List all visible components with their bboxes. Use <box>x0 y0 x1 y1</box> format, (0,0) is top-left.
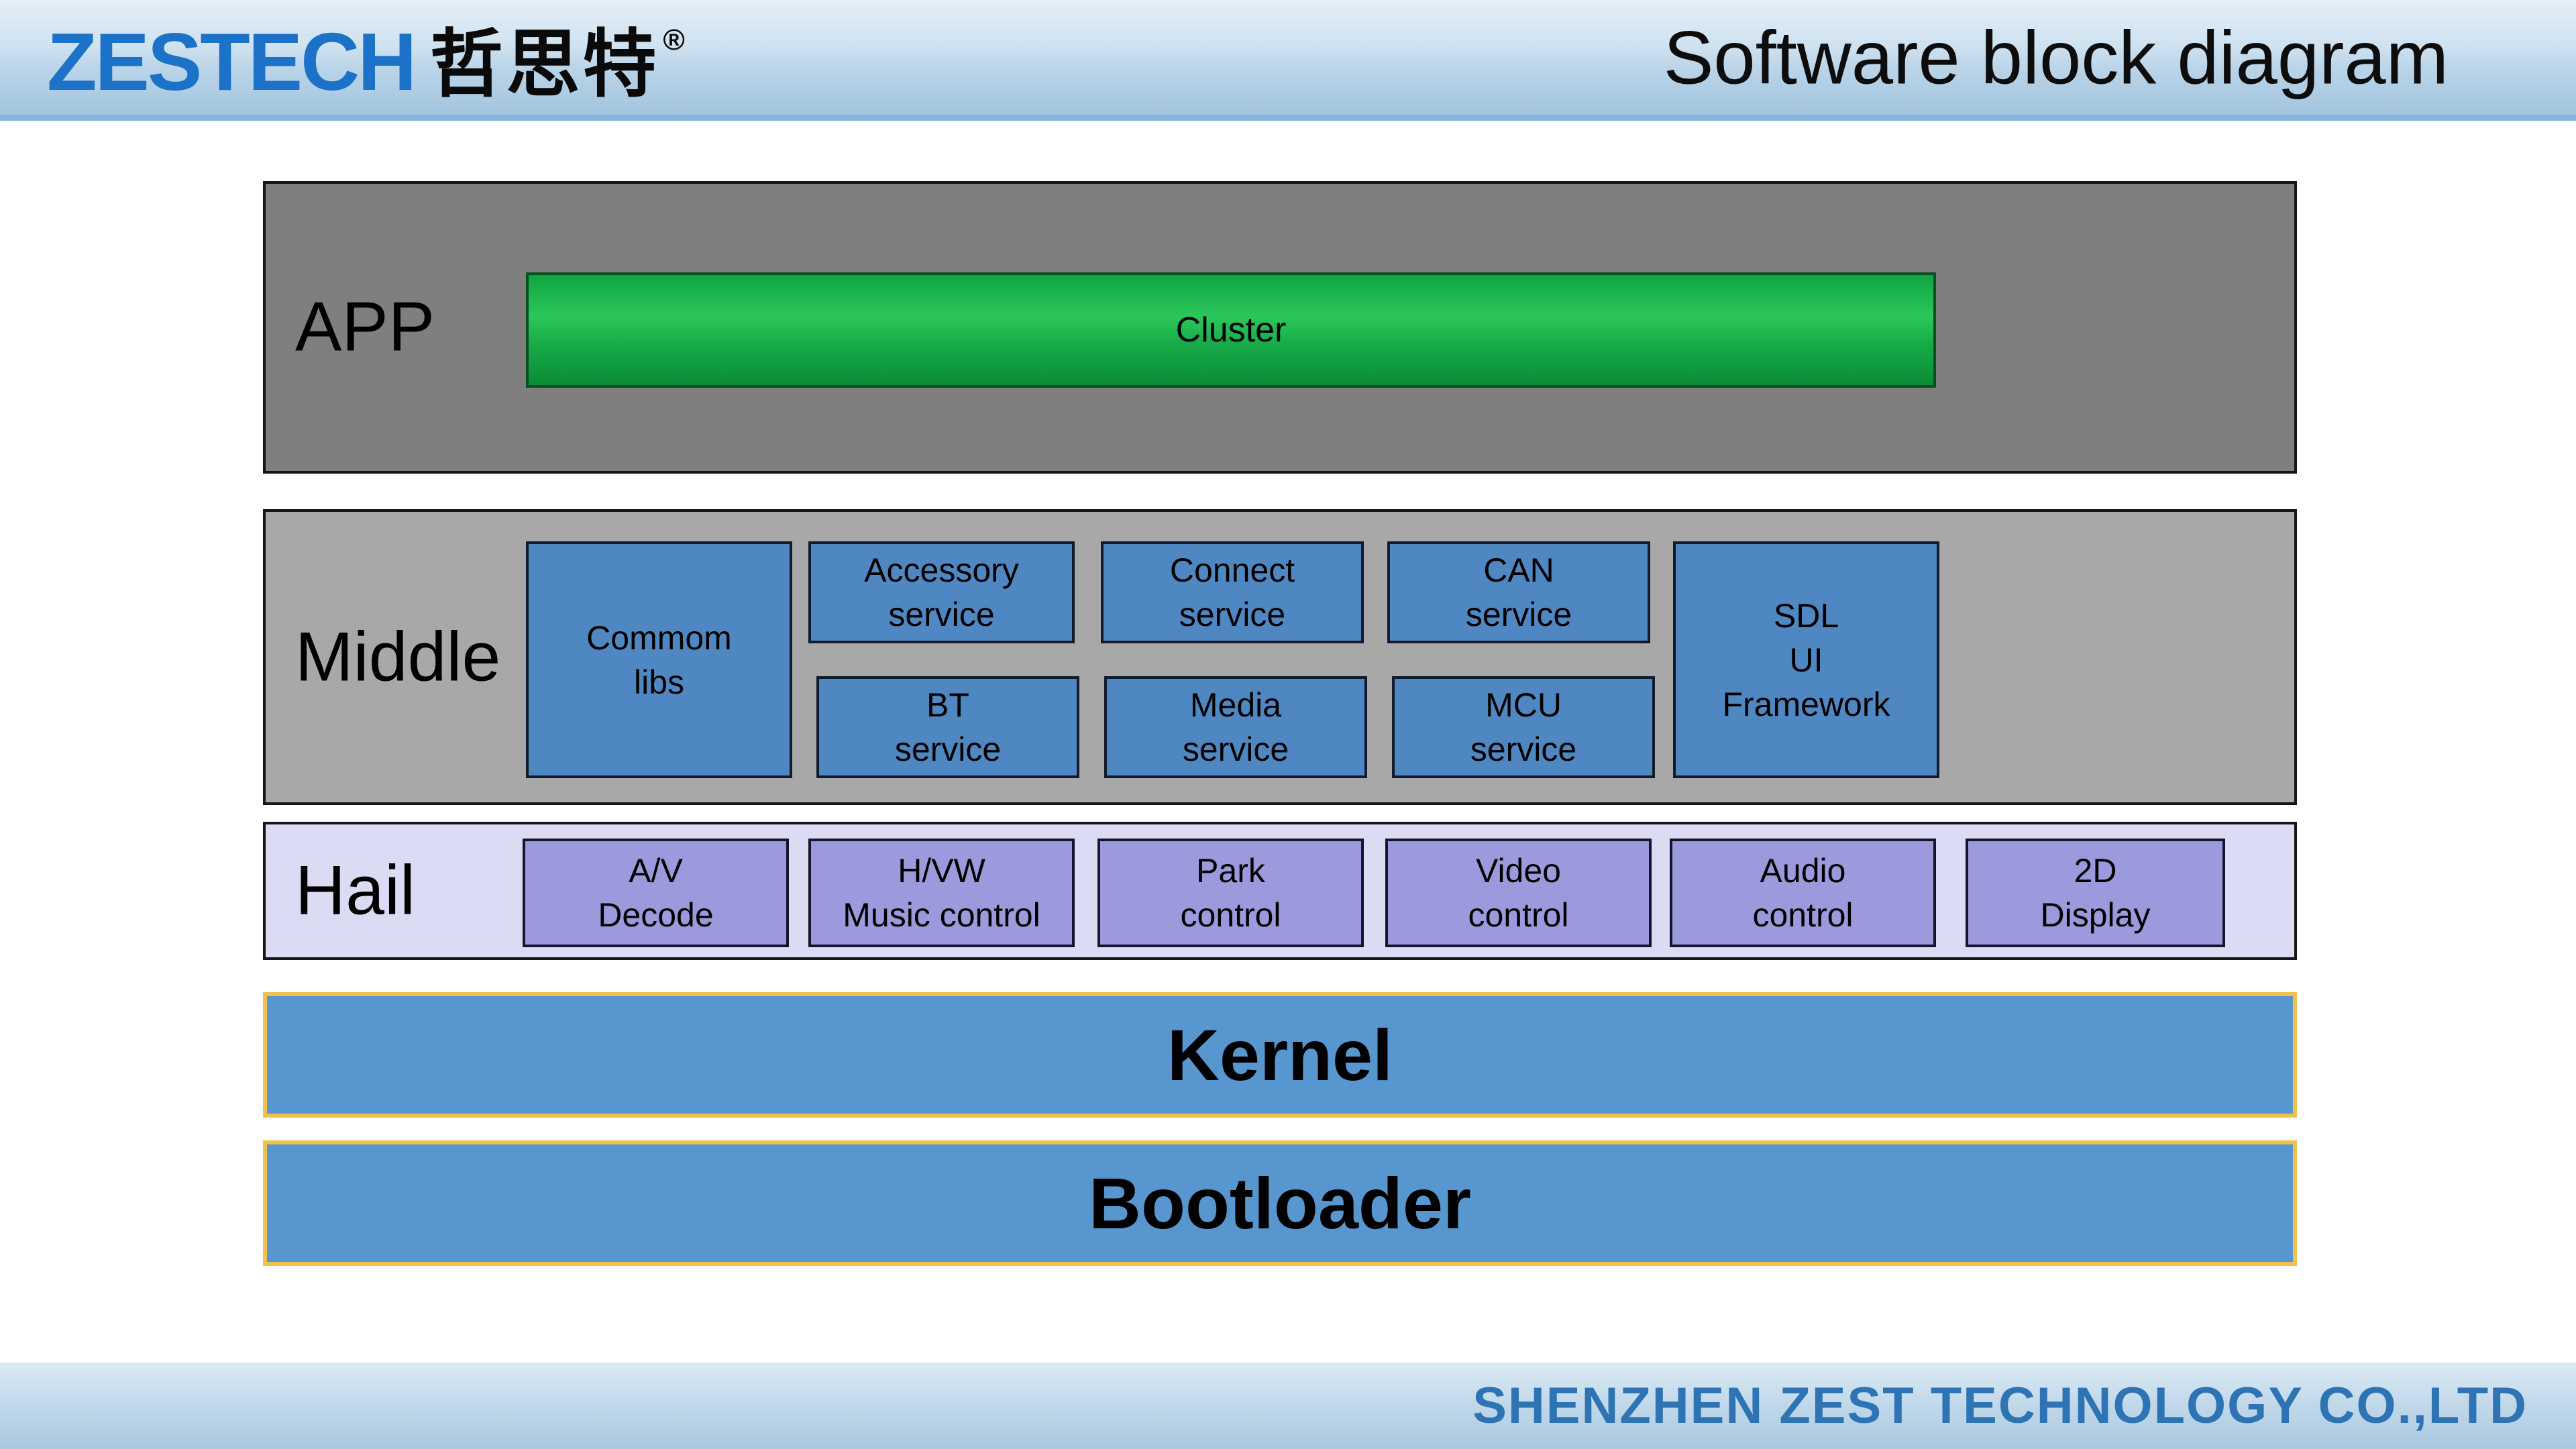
app-layer: APP Cluster <box>263 181 2297 474</box>
middle-layer-label: Middle <box>295 618 501 696</box>
bootloader-label: Bootloader <box>1088 1163 1471 1244</box>
logo-text-en: ZESTECH <box>47 15 417 107</box>
footer-company-text: SHENZHEN ZEST TECHNOLOGY CO.,LTD <box>1472 1377 2528 1434</box>
middle-layer: Middle Commom libs Accessory service Con… <box>263 509 2297 805</box>
media-service-block: Media service <box>1104 676 1367 778</box>
can-service-block: CAN service <box>1387 541 1650 643</box>
page-title: Software block diagram <box>1663 15 2449 99</box>
connect-service-block: Connect service <box>1101 541 1364 643</box>
footer-bar: SHENZHEN ZEST TECHNOLOGY CO.,LTD <box>0 1362 2576 1449</box>
display-2d-block: 2D Display <box>1966 839 2225 947</box>
logo-text-cn: 哲思特 <box>429 23 659 106</box>
kernel-bar: Kernel <box>263 992 2297 1118</box>
hvw-music-control-block: H/VW Music control <box>808 839 1075 947</box>
hail-layer-label: Hail <box>295 851 416 930</box>
zestech-logo: ZESTECH 哲思特 ® <box>47 4 685 111</box>
common-libs-block: Commom libs <box>526 541 792 778</box>
hail-layer: Hail A/V Decode H/VW Music control Park … <box>263 822 2297 960</box>
video-control-block: Video control <box>1385 839 1652 947</box>
mcu-service-block: MCU service <box>1392 676 1655 778</box>
av-decode-block: A/V Decode <box>523 839 789 947</box>
registered-trademark-icon: ® <box>663 23 685 56</box>
park-control-block: Park control <box>1097 839 1364 947</box>
sdl-ui-framework-block: SDL UI Framework <box>1673 541 1939 778</box>
accessory-service-block: Accessory service <box>808 541 1075 643</box>
app-layer-label: APP <box>295 288 435 366</box>
bootloader-bar: Bootloader <box>263 1140 2297 1266</box>
cluster-block: Cluster <box>526 272 1936 388</box>
bt-service-block: BT service <box>816 676 1079 778</box>
audio-control-block: Audio control <box>1670 839 1936 947</box>
header-bar: ZESTECH 哲思特 ® Software block diagram <box>0 0 2576 121</box>
kernel-label: Kernel <box>1167 1014 1393 1095</box>
